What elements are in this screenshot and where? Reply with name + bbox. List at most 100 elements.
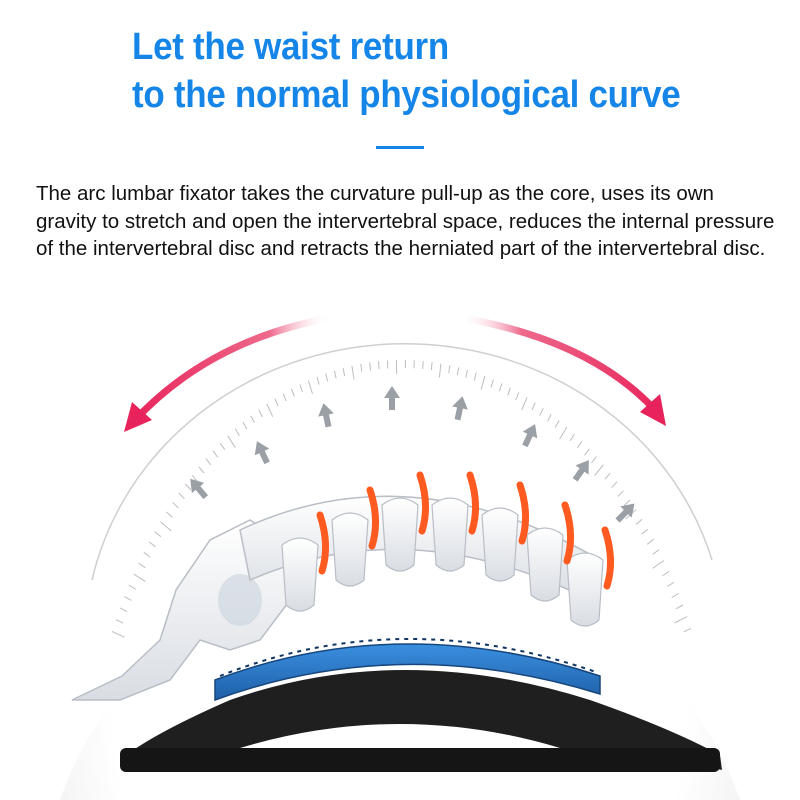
- scale-tick: [227, 435, 236, 448]
- scale-tick: [172, 501, 179, 509]
- scale-tick: [498, 383, 503, 392]
- intervertebral-disc: [316, 511, 329, 575]
- up-arrow-icon: [254, 441, 270, 465]
- scale-tick: [635, 518, 643, 525]
- scale-tick: [591, 456, 597, 464]
- scale-tick: [138, 562, 146, 569]
- intervertebral-disc: [366, 486, 379, 550]
- intervertebral-disc: [601, 526, 614, 590]
- up-arrow-icon: [452, 396, 468, 421]
- scale-tick: [378, 361, 380, 370]
- up-arrow-icon: [522, 424, 538, 448]
- scale-tick: [646, 538, 654, 545]
- scale-tick: [490, 379, 494, 388]
- scale-tick: [133, 573, 146, 583]
- scale-tick: [342, 367, 346, 376]
- scale-tick: [594, 464, 604, 476]
- scale-tick: [143, 551, 151, 558]
- scale-tick: [480, 375, 486, 390]
- scale-tick: [178, 492, 185, 500]
- scale-tick: [291, 388, 295, 397]
- description-text: The arc lumbar fixator takes the curvatu…: [36, 182, 775, 260]
- scale-tick: [662, 570, 670, 577]
- vertebra: [526, 527, 564, 602]
- scale-tick: [185, 483, 192, 491]
- vertebra: [331, 512, 369, 587]
- title-divider: [376, 146, 424, 149]
- up-arrow-icon: [615, 503, 635, 523]
- scale-tick: [333, 370, 337, 379]
- scale-tick: [119, 607, 128, 613]
- double-headed-curved-arrow-icon: [124, 314, 666, 432]
- scale-tick: [652, 549, 660, 555]
- scale-tick: [422, 360, 424, 370]
- intervertebral-disc: [466, 471, 479, 535]
- scale-tick: [360, 363, 363, 372]
- scale-tick: [547, 413, 552, 422]
- scale-tick: [198, 466, 205, 474]
- scale-tick: [671, 593, 679, 599]
- scale-tick: [258, 409, 263, 418]
- scale-tick: [465, 369, 468, 378]
- scale-tick: [160, 521, 172, 532]
- scale-tick: [212, 450, 219, 458]
- intervertebral-disc: [561, 501, 574, 565]
- scale-arc: [91, 342, 713, 581]
- scale-tick: [351, 365, 355, 380]
- scale-tick: [604, 472, 611, 480]
- scale-tick: [369, 362, 371, 371]
- scale-tick: [666, 581, 675, 587]
- scale-tick: [250, 415, 256, 424]
- scale-tick: [559, 426, 568, 440]
- scale-tick: [623, 499, 631, 506]
- scale-tick: [611, 481, 618, 489]
- scale-tick: [266, 403, 274, 417]
- up-arrow-icon: [190, 478, 209, 500]
- scale-tick: [448, 365, 451, 374]
- scale-tick: [307, 380, 313, 395]
- scale-tick: [576, 441, 583, 449]
- scale-tick: [325, 373, 329, 382]
- scale-tick: [430, 362, 433, 371]
- scale-tick: [438, 363, 442, 378]
- vertebra: [381, 497, 419, 572]
- intervertebral-disc: [516, 481, 529, 545]
- scale-tick: [569, 433, 575, 442]
- up-arrow-icon: [384, 386, 400, 410]
- scale-tick: [316, 376, 320, 385]
- scale-tick: [154, 531, 162, 538]
- scale-tick: [274, 398, 279, 407]
- scale-tick: [584, 448, 590, 456]
- scale-tick: [219, 442, 226, 450]
- scale-tick: [617, 490, 624, 497]
- scale-tick: [641, 528, 649, 535]
- scale-tick: [456, 367, 460, 376]
- scale-tick: [652, 559, 665, 569]
- up-arrow-icon: [318, 403, 334, 428]
- scale-tick: [115, 619, 124, 624]
- vertebra: [566, 552, 604, 627]
- scale-tick: [674, 616, 688, 624]
- scale-tick: [507, 387, 511, 396]
- intervertebral-disc: [416, 471, 429, 535]
- up-arrow-icon: [572, 460, 589, 482]
- headline-line-1: Let the waist return: [132, 26, 449, 68]
- lumbar-stretcher-device: [120, 638, 722, 772]
- headline-line-2: to the normal physiological curve: [132, 74, 681, 116]
- vertebra: [431, 497, 469, 572]
- scale-tick: [675, 604, 684, 610]
- scale-tick: [539, 408, 544, 416]
- scale-tick: [205, 458, 212, 466]
- vertebra: [481, 507, 519, 582]
- scale-tick: [515, 392, 520, 401]
- vertebra: [281, 537, 319, 612]
- spine-bones-icon: [71, 471, 614, 701]
- scale-tick: [521, 397, 528, 411]
- product-illustration: [60, 314, 740, 800]
- scale-tick: [531, 402, 536, 411]
- scale-ticks: [111, 359, 692, 638]
- scale-tick: [683, 627, 692, 633]
- scale-tick: [299, 384, 303, 393]
- scale-tick: [111, 630, 125, 638]
- scale-tick: [234, 428, 240, 436]
